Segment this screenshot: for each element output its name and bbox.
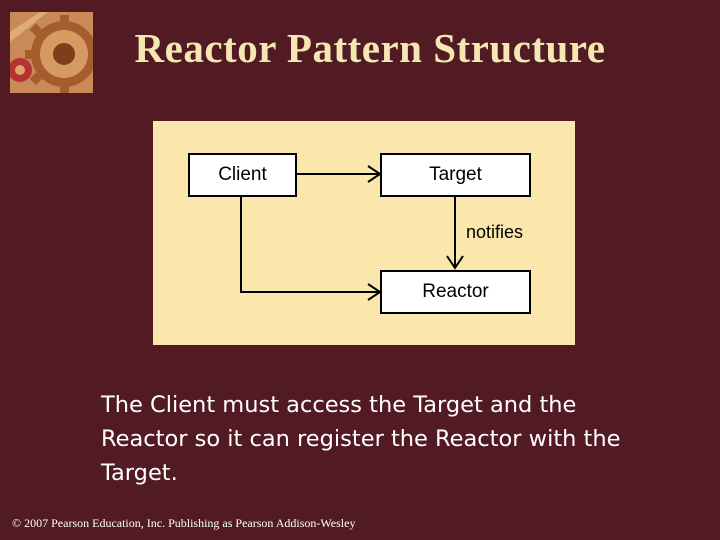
reactor-label: Reactor [422,281,489,302]
target-label: Target [429,164,482,185]
client-box: Client [188,153,297,197]
notifies-label: notifies [466,222,524,242]
slide-body-text: The Client must access the Target and th… [101,392,621,486]
target-to-reactor-arrowhead [446,255,464,270]
client-to-reactor-arrow [240,196,380,293]
copyright-footer: © 2007 Pearson Education, Inc. Publishin… [12,516,356,530]
slide-title: Reactor Pattern Structure [134,25,606,71]
gear-logo-icon [10,12,93,93]
diagram-panel: Client Target Reactor notifies [153,121,575,345]
client-label: Client [218,164,267,185]
reactor-box: Reactor [380,270,531,314]
target-box: Target [380,153,531,197]
